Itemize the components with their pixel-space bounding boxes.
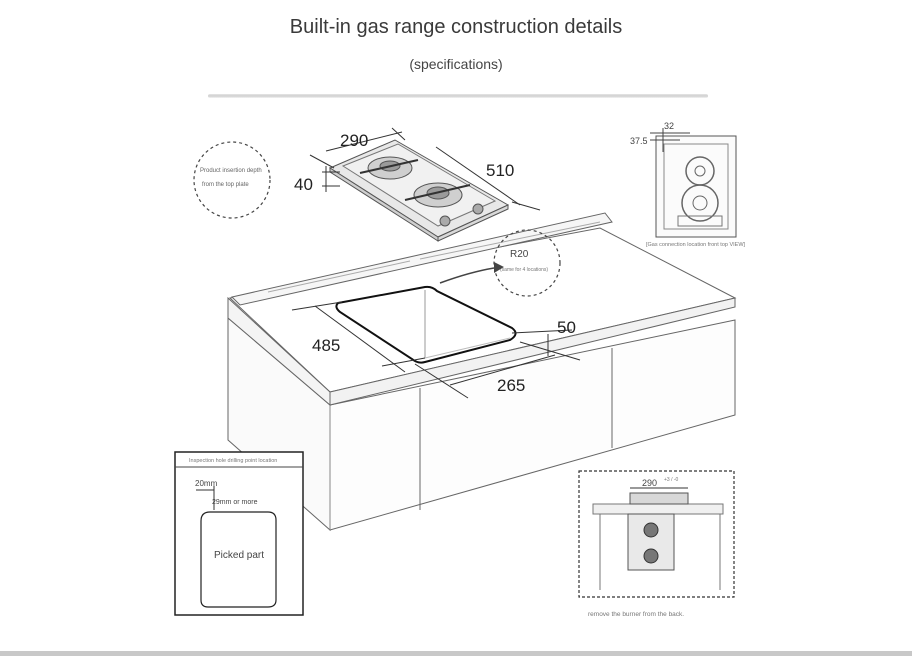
inspection-dim-b: 29mm or more (212, 499, 258, 506)
page-subtitle: (specifications) (409, 56, 503, 72)
removal-dim: 290 (642, 478, 657, 488)
inspection-hole-panel: Inspection hole drilling point location … (174, 451, 304, 616)
corner-radius-note: (same for 4 locations) (500, 267, 548, 273)
gas-dim-left: 37.5 (630, 136, 648, 146)
page-title: Built-in gas range construction details (289, 16, 623, 38)
gas-connection-caption: [Gas connection location front top VIEW] (646, 242, 746, 248)
removal-tolerance: +3 / -0 (664, 477, 679, 483)
insertion-depth-callout: Product insertion depth from the top pla… (193, 141, 271, 219)
corner-radius-callout: R20 (same for 4 locations) (439, 229, 561, 297)
burner-removal-panel: 290 +3 / -0 remove the burner from the b… (578, 470, 735, 618)
cooktop-depth-label: 510 (486, 161, 514, 180)
cooktop-illustration (328, 139, 510, 242)
corner-radius-label: R20 (510, 249, 529, 260)
header-divider (208, 94, 708, 98)
cutout-dimensions (291, 301, 581, 399)
insertion-note-line1: Product insertion depth (200, 168, 262, 174)
cooktop-dimension-lines (309, 127, 541, 211)
inspection-label: Picked part (214, 550, 264, 561)
gas-dim-top: 32 (664, 121, 674, 131)
cooktop-height-label: 40 (294, 175, 313, 194)
cooktop-width-label: 290 (340, 131, 368, 150)
cutout-width-label: 265 (497, 376, 525, 395)
cutout-margin-label: 50 (557, 318, 576, 337)
inspection-title: Inspection hole drilling point location (189, 458, 277, 464)
removal-caption: remove the burner from the back. (588, 611, 684, 618)
countertop-cabinet (227, 212, 737, 532)
insertion-note-line2: from the top plate (202, 182, 249, 188)
page-bottom-border (0, 651, 912, 656)
inspection-dim-a: 20mm (195, 479, 218, 488)
cutout-depth-label: 485 (312, 336, 340, 355)
gas-connection-view: 32 37.5 [Gas connection location front t… (630, 121, 746, 248)
arrow-right-icon (494, 262, 504, 273)
